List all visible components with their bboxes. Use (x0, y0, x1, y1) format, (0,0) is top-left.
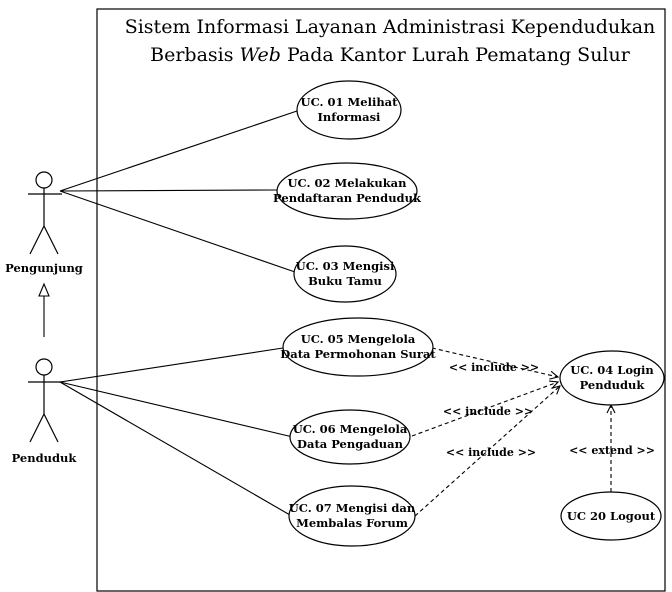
usecase-uc02: UC. 02 Melakukan Pendaftaran Penduduk (273, 162, 422, 220)
usecase-uc07-line2: Membalas Forum (296, 516, 408, 530)
usecase-uc04: UC. 04 Login Penduduk (559, 350, 665, 406)
usecase-uc06-line2: Data Pengaduan (297, 437, 404, 451)
include-uc06-uc04 (411, 382, 558, 437)
include-uc05-uc04 (431, 347, 558, 377)
usecase-uc02-line2: Pendaftaran Penduduk (273, 191, 422, 205)
assoc-penduduk-uc07 (59, 381, 291, 516)
actor-pengunjung: Pengunjung (5, 171, 83, 275)
assoc-pengunjung-uc01 (59, 110, 298, 192)
usecase-uc03-ellipse (293, 245, 397, 303)
usecase-uc04-line2: Penduduk (580, 378, 646, 392)
diagram-title-line2: Berbasis Web Pada Kantor Lurah Pematang … (150, 44, 631, 66)
actor-penduduk-leg-right (43, 413, 59, 443)
include-uc07-uc04 (414, 386, 560, 517)
include-label-uc05: << include >> (449, 361, 539, 374)
usecase-uc03-line2: Buku Tamu (308, 274, 382, 288)
usecase-uc01-line1: UC. 01 Melihat (301, 95, 399, 109)
usecase-uc02-ellipse (276, 162, 418, 220)
usecase-uc20: UC 20 Logout (560, 491, 662, 541)
actor-penduduk: Penduduk (12, 358, 78, 465)
system-boundary (96, 8, 666, 592)
usecase-uc03-line1: UC. 03 Mengisi (296, 259, 395, 273)
assoc-pengunjung-uc02 (59, 189, 278, 192)
usecase-uc20-line1: UC 20 Logout (567, 509, 656, 523)
actor-penduduk-label: Penduduk (12, 451, 78, 465)
usecase-uc07-ellipse (288, 485, 416, 547)
usecase-uc02-line1: UC. 02 Melakukan (288, 176, 408, 190)
usecase-uc04-ellipse (559, 350, 665, 406)
actor-penduduk-leg-left (29, 413, 45, 443)
include-label-uc07: << include >> (446, 446, 536, 459)
title-line2-before: Berbasis (150, 44, 239, 66)
assoc-pengunjung-uc03 (59, 190, 296, 273)
title-line2-after: Pada Kantor Lurah Pematang Sulur (281, 44, 631, 66)
actor-penduduk-head (35, 358, 53, 376)
actor-pengunjung-leg-left (29, 225, 45, 255)
generalization-arrowhead (38, 282, 50, 297)
title-line2-italic: Web (240, 44, 281, 66)
actor-pengunjung-head (35, 171, 53, 189)
assoc-penduduk-uc06 (59, 381, 298, 439)
assoc-penduduk-uc05 (59, 347, 284, 383)
usecase-uc06-line1: UC. 06 Mengelola (293, 422, 408, 436)
usecase-uc05-ellipse (282, 317, 434, 377)
usecase-uc05-line1: UC. 05 Mengelola (301, 332, 416, 346)
diagram-title-line1: Sistem Informasi Layanan Administrasi Ke… (125, 16, 656, 38)
usecase-uc06: UC. 06 Mengelola Data Pengaduan (289, 409, 411, 465)
usecase-uc05: UC. 05 Mengelola Data Permohonan Surat (280, 317, 436, 377)
usecase-uc06-ellipse (289, 409, 411, 465)
actor-pengunjung-leg-right (43, 225, 59, 255)
usecase-uc07-line1: UC. 07 Mengisi dan (289, 501, 416, 515)
usecase-uc03: UC. 03 Mengisi Buku Tamu (293, 245, 397, 303)
include-label-uc06: << include >> (443, 405, 533, 418)
usecase-uc20-ellipse (560, 491, 662, 541)
usecase-uc01-ellipse (296, 80, 402, 140)
usecase-uc07: UC. 07 Mengisi dan Membalas Forum (288, 485, 416, 547)
actor-pengunjung-label: Pengunjung (5, 261, 83, 275)
usecase-uc04-line1: UC. 04 Login (570, 363, 654, 377)
extend-label-uc20: << extend >> (569, 444, 655, 457)
usecase-uc01-line2: Informasi (318, 110, 382, 124)
usecase-uc05-line2: Data Permohonan Surat (280, 347, 436, 361)
usecase-uc01: UC. 01 Melihat Informasi (296, 80, 402, 140)
